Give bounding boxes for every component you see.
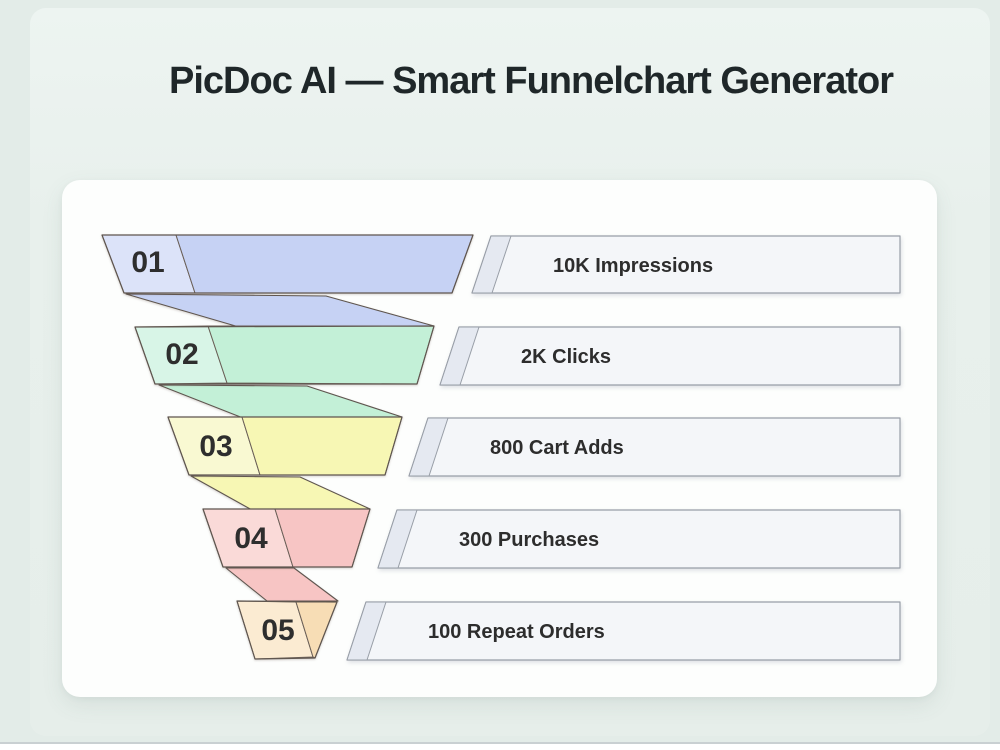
connector-2-3 (158, 384, 403, 419)
label-bar-2-text: 2K Clicks (521, 346, 611, 368)
label-bar-3-text: 800 Cart Adds (490, 437, 624, 459)
stage-02-outline (134, 325, 435, 385)
label-bar-1-stripe (471, 235, 512, 294)
label-bar-4-stripe (377, 509, 418, 569)
label-bar-4-shape (377, 509, 901, 569)
funnel-segments: 01 02 03 04 05 (101, 234, 474, 660)
label-bars: 10K Impressions 2K Clicks 800 Cart Adds … (346, 235, 901, 661)
label-bar-3-shape (408, 417, 901, 477)
label-bar-5-text: 100 Repeat Orders (428, 621, 605, 643)
connector-1-2 (125, 293, 435, 328)
funnel-stage-05: 05 (236, 600, 338, 660)
label-bar-3-stripe (408, 417, 449, 477)
funnel-stage-02: 02 (134, 325, 435, 385)
label-bar-5: 100 Repeat Orders (346, 601, 901, 661)
connector-3-4 (190, 475, 371, 511)
label-bar-4-text: 300 Purchases (459, 529, 599, 551)
label-bar-4: 300 Purchases (377, 509, 901, 569)
funnel-stage-01: 01 (101, 234, 474, 294)
funnel-stage-03: 03 (167, 416, 403, 476)
stage-05-outline (236, 600, 338, 660)
stage-03-outline (167, 416, 403, 476)
label-bar-1: 10K Impressions (471, 235, 901, 294)
connector-4-5 (225, 567, 339, 602)
stage-04-outline (202, 508, 371, 568)
stage-03-number: 03 (199, 430, 232, 463)
stage-01-outline (101, 234, 474, 294)
stage-05-number: 05 (261, 614, 294, 647)
page-title: PicDoc AI — Smart Funnelchart Generator (169, 60, 894, 102)
stage-01-body (175, 234, 474, 294)
stage-03-body (241, 416, 403, 476)
label-bar-1-text: 10K Impressions (553, 255, 713, 277)
funnel-stage-04: 04 (202, 508, 371, 568)
stage-04-number: 04 (234, 522, 268, 555)
label-bar-5-stripe (346, 601, 387, 661)
label-bar-2: 2K Clicks (439, 326, 901, 386)
label-bar-3: 800 Cart Adds (408, 417, 901, 477)
label-bar-2-stripe (439, 326, 480, 386)
bottom-border-line (0, 742, 1000, 744)
stage-02-body (207, 325, 435, 385)
label-bar-2-shape (439, 326, 901, 386)
stage-02-number: 02 (165, 338, 198, 371)
stage-01-number: 01 (131, 246, 164, 279)
